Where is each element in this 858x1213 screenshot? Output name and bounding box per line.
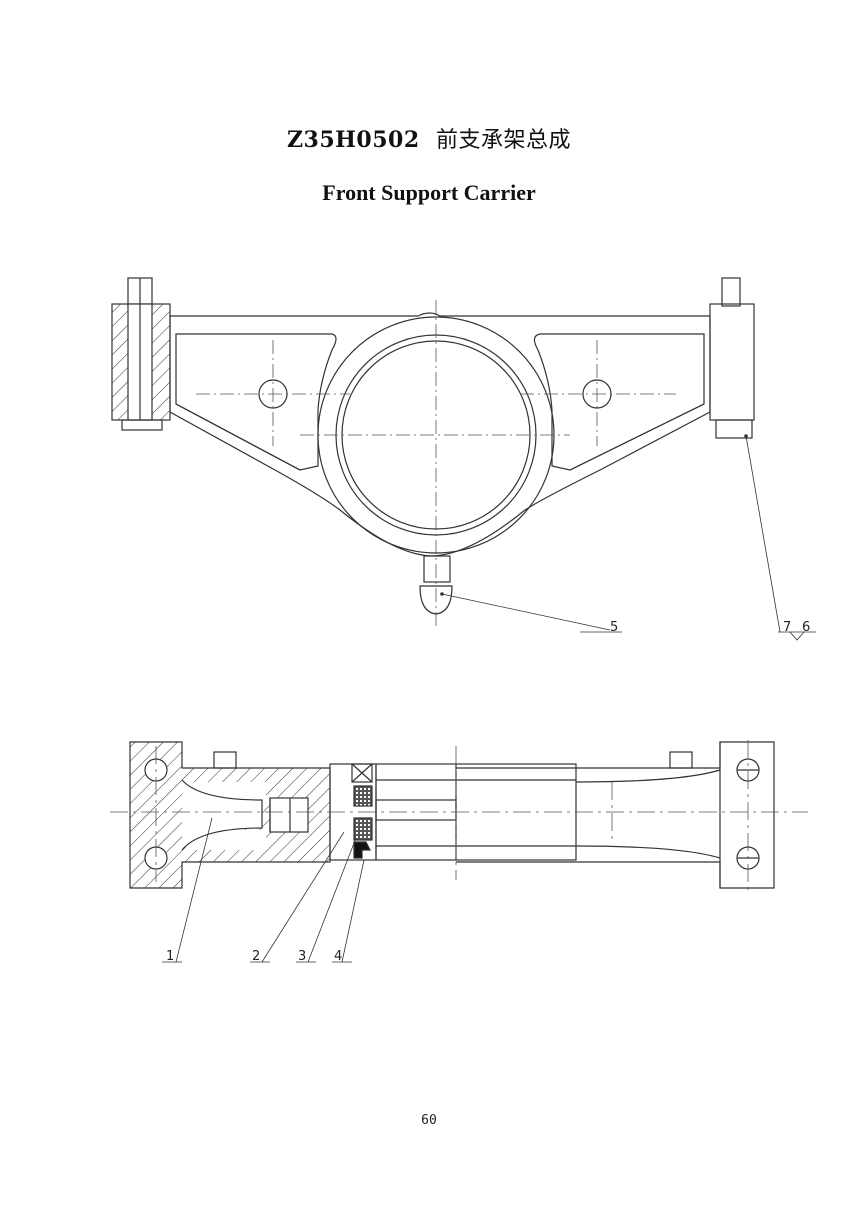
part-name-cn: 前支承架总成: [436, 128, 572, 153]
seal-top: [351, 763, 373, 783]
leader-5-dot: [440, 592, 444, 596]
oil-seal: [353, 841, 371, 859]
drawing-title-cn: Z35H0502 前支承架总成: [0, 122, 858, 154]
front-view-centerlines: [196, 300, 676, 628]
callout-4: 4: [334, 949, 342, 964]
callout-7: 7: [783, 620, 791, 635]
page-number: 60: [421, 1113, 437, 1128]
left-pocket: [175, 333, 337, 471]
carrier-outline: [169, 312, 711, 557]
front-view-leaders: [441, 435, 816, 641]
section-view-centerlines: [110, 740, 808, 890]
bearing-bottom: [353, 817, 373, 841]
callout-3: 3: [298, 949, 306, 964]
left-nut: [121, 419, 163, 431]
right-nut: [715, 419, 753, 439]
callout-6: 6: [802, 620, 810, 635]
callout-1: 1: [166, 949, 174, 964]
section-view: [129, 741, 775, 889]
left-lug: [213, 751, 237, 769]
bearing-top: [353, 785, 373, 807]
drawing-title-en: Front Support Carrier: [322, 180, 536, 205]
grease-nipple-body: [423, 555, 451, 583]
right-boss: [709, 303, 755, 421]
callout-5: 5: [610, 620, 618, 635]
right-bolt-head: [721, 277, 741, 307]
callout-2: 2: [252, 949, 260, 964]
right-lug: [669, 751, 693, 769]
leader-7-6-dot: [744, 434, 748, 438]
front-view: [111, 277, 755, 615]
right-pocket: [533, 333, 705, 471]
section-view-leaders: [162, 817, 365, 963]
part-code: Z35H0502: [286, 127, 420, 153]
